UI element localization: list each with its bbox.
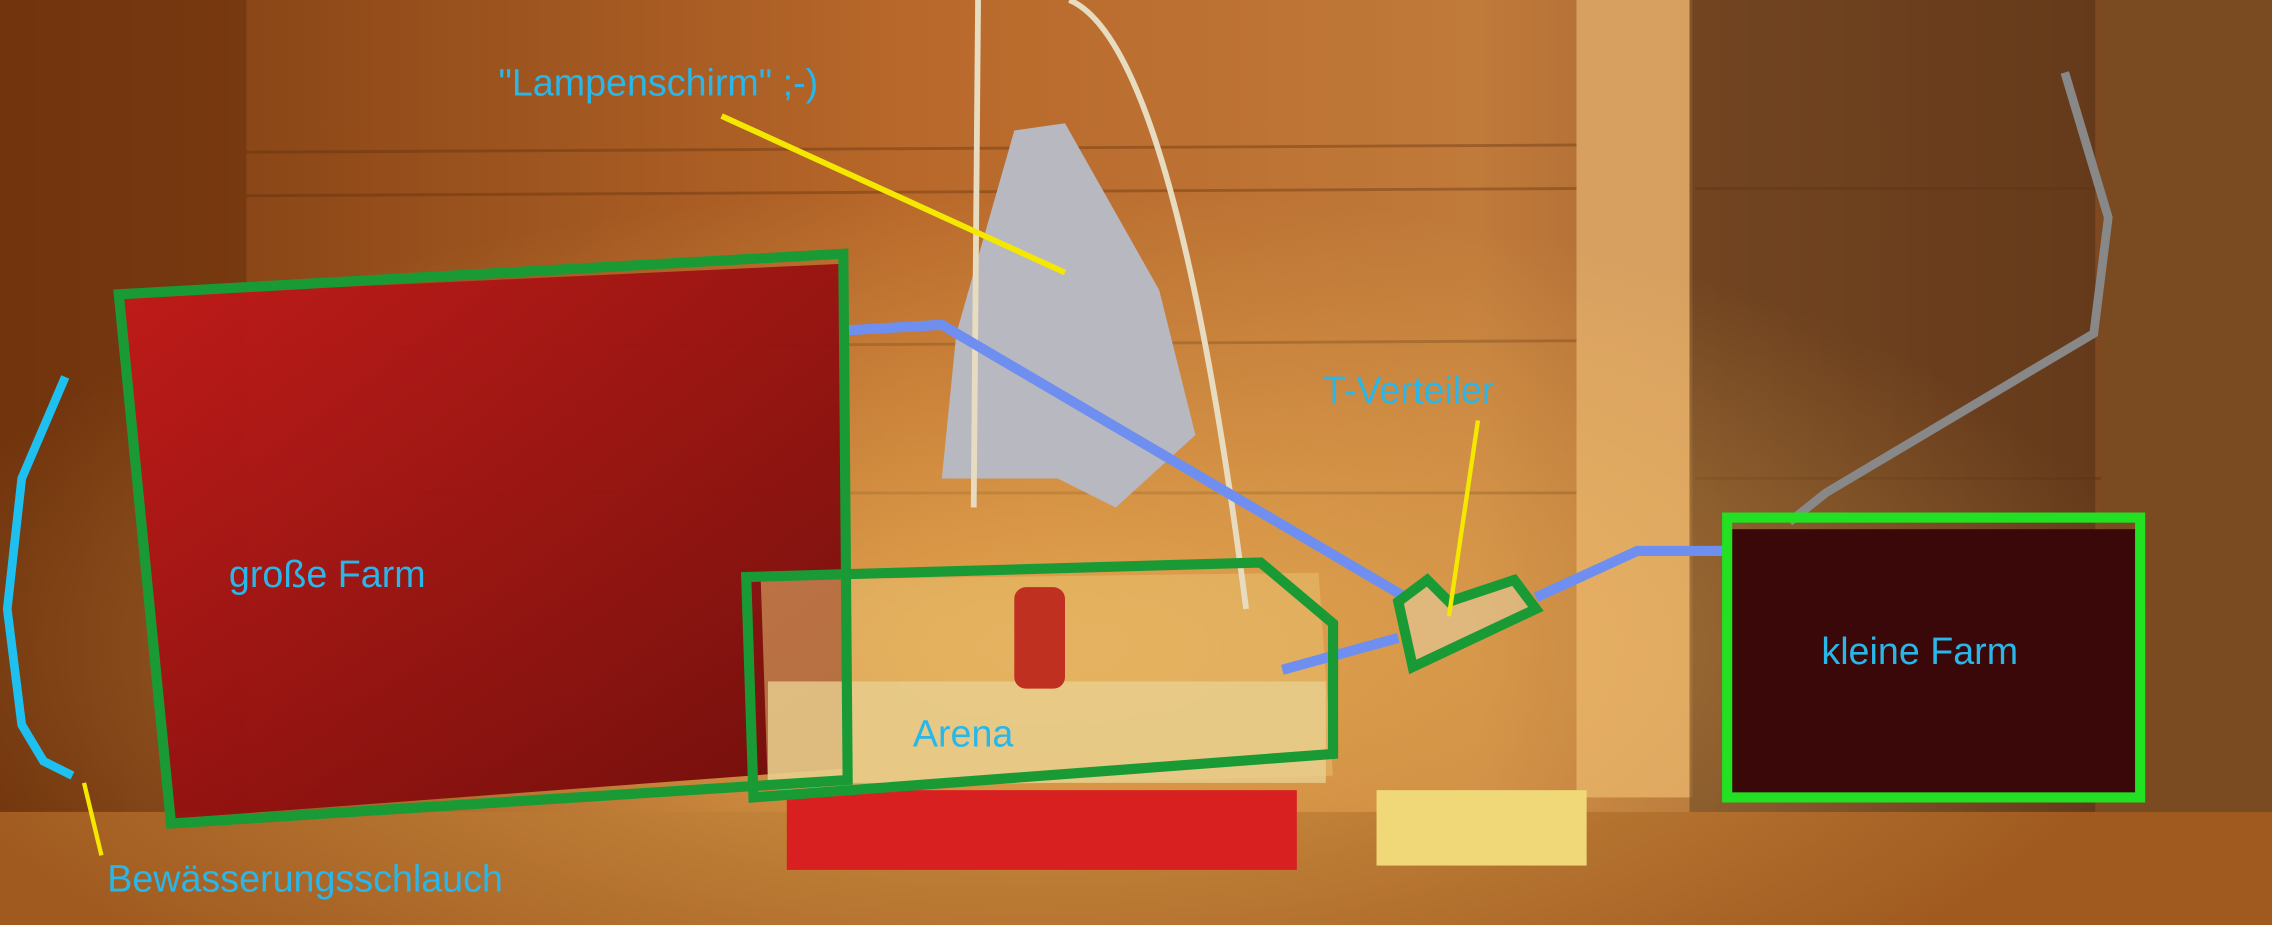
hose-leader xyxy=(81,782,104,856)
label-lampshade: "Lampenschirm" ;-) xyxy=(498,62,818,104)
label-t-splitter: T-Verteiler xyxy=(1323,369,1495,411)
tube-big-farm-to-splitter xyxy=(843,319,1409,602)
figurine xyxy=(1014,587,1065,689)
sticky-note xyxy=(1376,790,1587,866)
foil-lampshade xyxy=(941,123,1196,508)
label-big-farm: große Farm xyxy=(229,553,426,595)
comic-books xyxy=(786,790,1297,870)
tube-arena-to-splitter xyxy=(1281,633,1400,675)
t-splitter-outline xyxy=(1392,573,1544,675)
lampshade-leader xyxy=(720,113,1067,276)
small-farm-outline xyxy=(1722,512,2146,803)
label-small-farm: kleine Farm xyxy=(1821,630,2018,672)
label-arena: Arena xyxy=(913,713,1014,755)
power-cables xyxy=(970,0,1249,610)
big-farm-tank xyxy=(123,263,848,820)
metal-rod xyxy=(1786,71,2113,526)
big-farm-outline xyxy=(113,248,853,829)
tube-splitter-to-small-farm xyxy=(1533,545,1725,602)
label-irrigation-hose: Bewässerungsschlauch xyxy=(107,858,503,900)
small-farm-tank xyxy=(1731,529,2138,798)
irrigation-hose-line xyxy=(2,375,75,780)
t-splitter-leader xyxy=(1446,420,1481,617)
arena-outline xyxy=(740,557,1339,803)
